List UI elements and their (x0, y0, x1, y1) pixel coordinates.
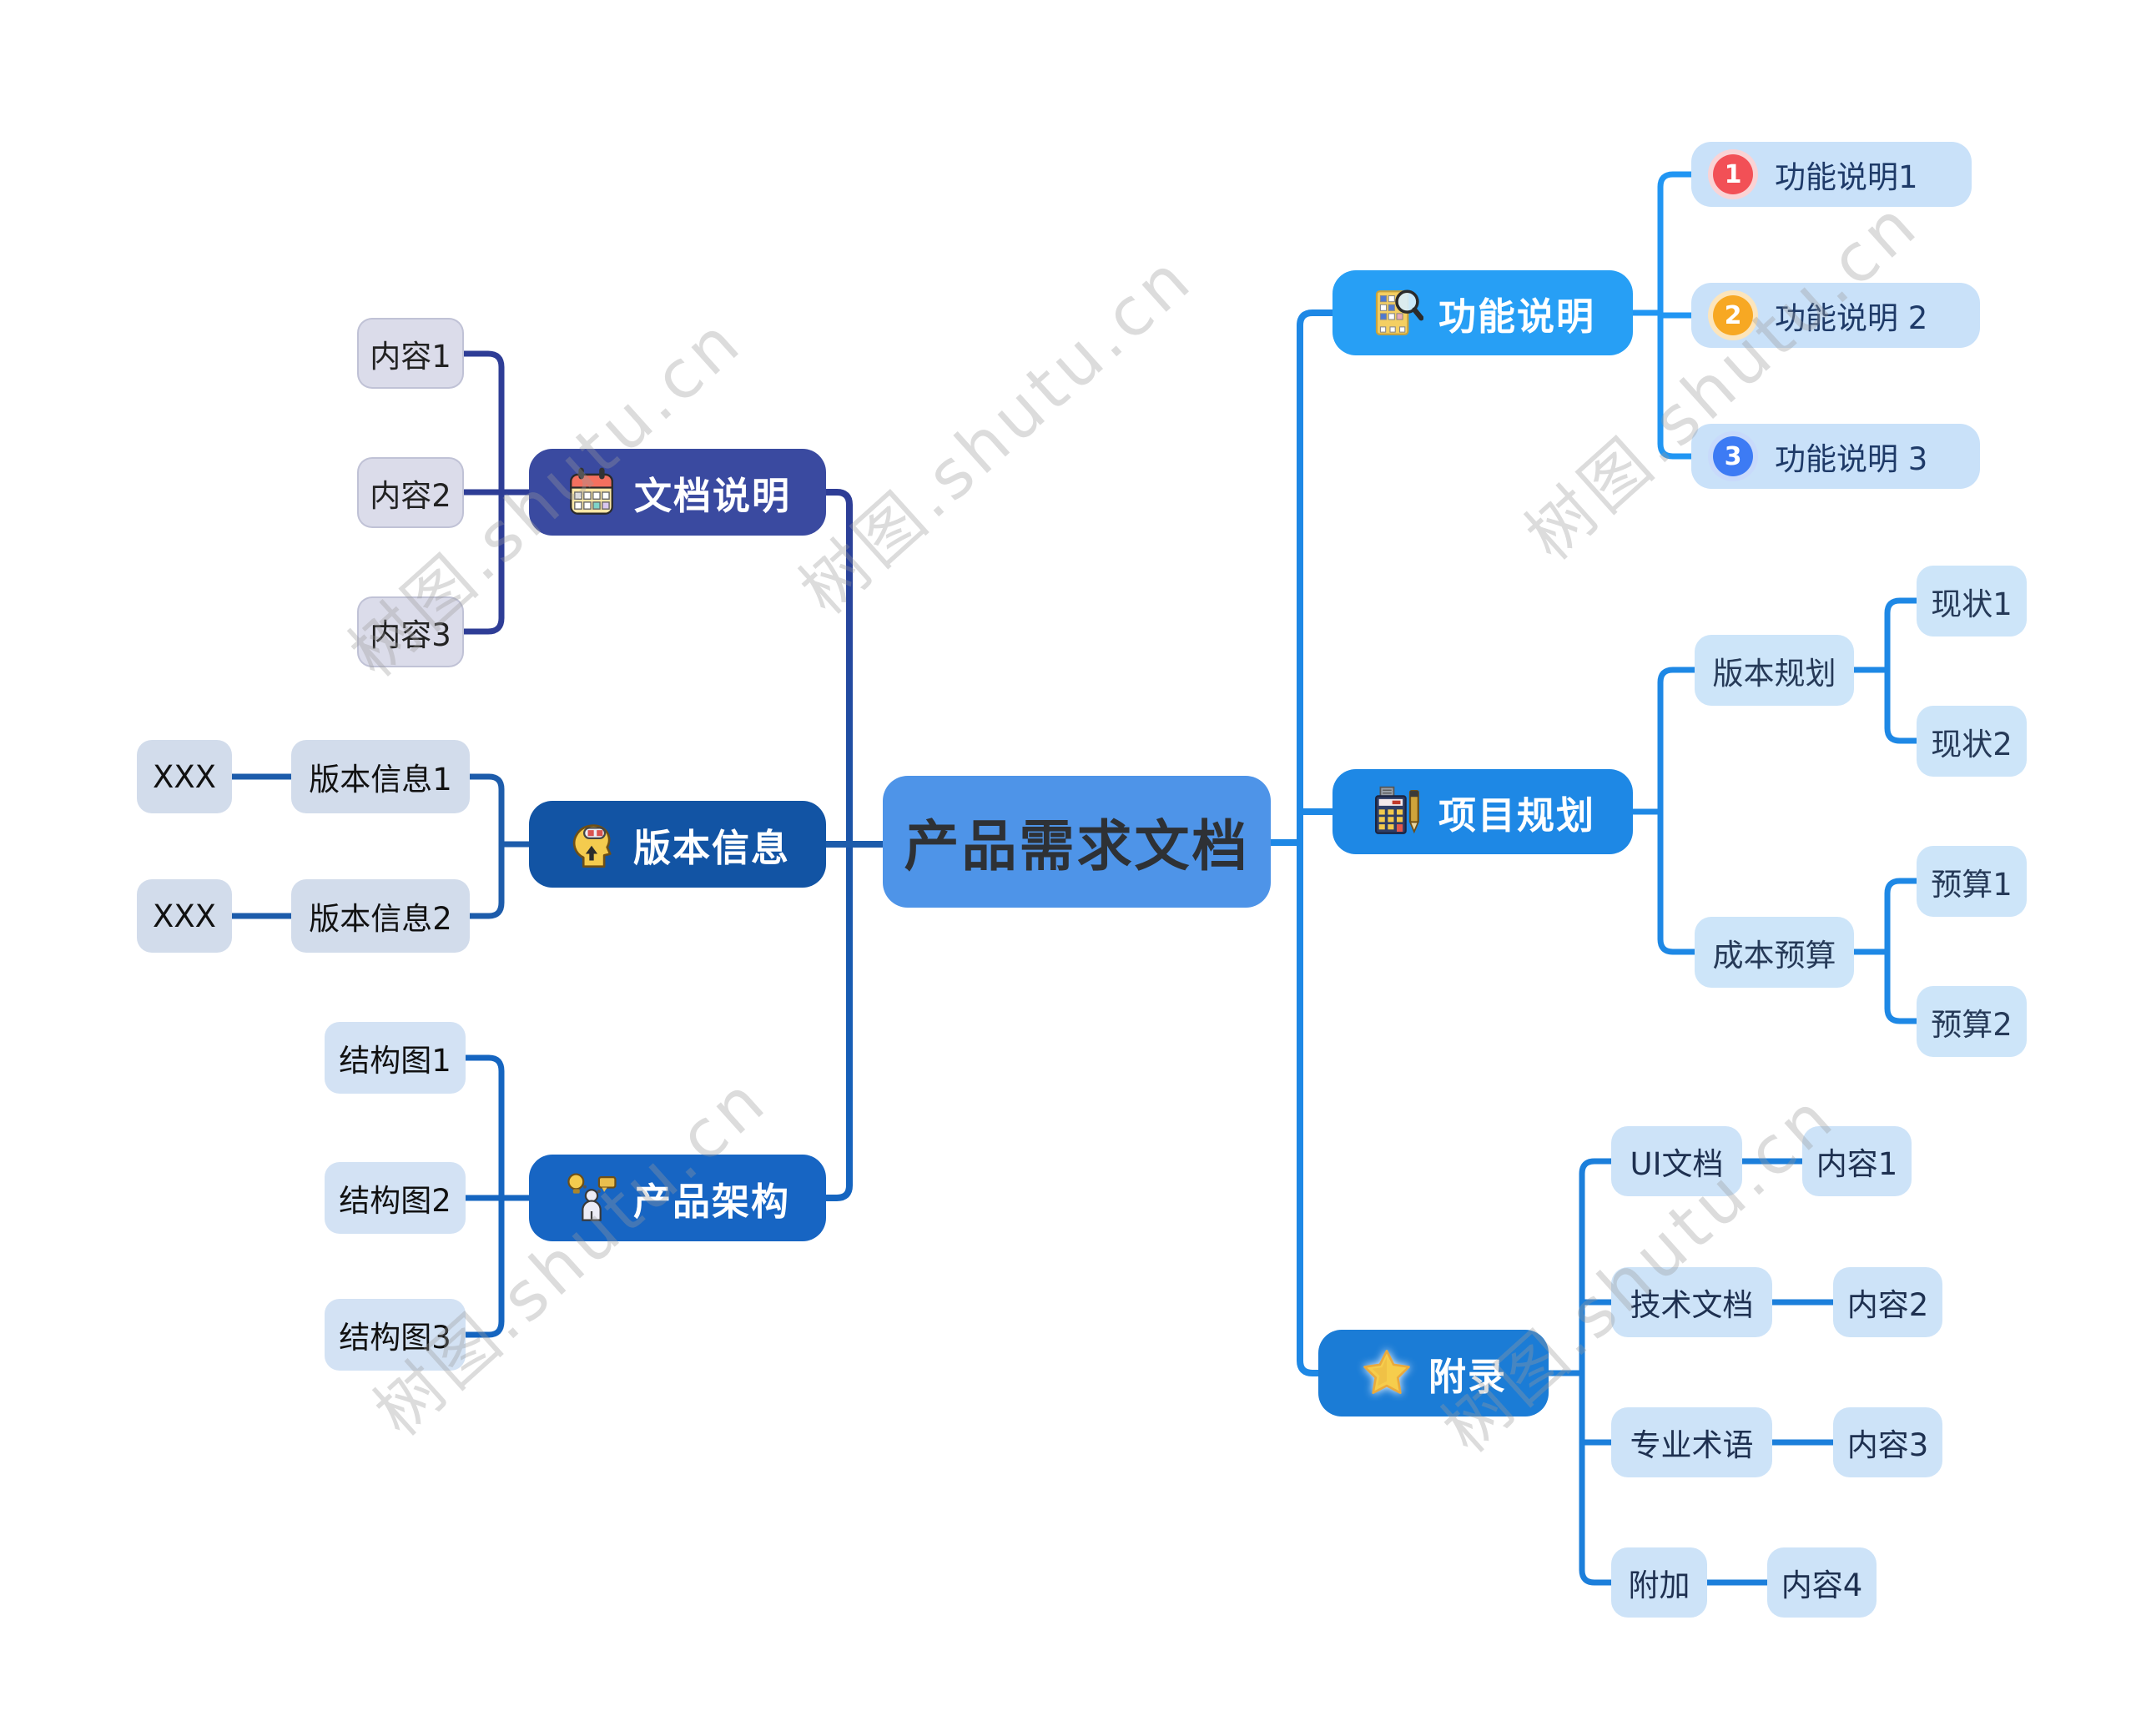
child-version-1[interactable]: 版本信息1 (291, 740, 470, 813)
sub-budget-1-label: 预算1 (1931, 866, 2013, 903)
connector-doc-child3 (461, 489, 505, 635)
child-arch-2-label: 结构图2 (339, 1183, 451, 1219)
topic-appendix-label: 附录 (1428, 1354, 1507, 1399)
child-xxx-1-label: XXX (152, 758, 217, 795)
child-arch-3-label: 结构图3 (339, 1320, 451, 1356)
child-func-1-label: 功能说明1 (1775, 159, 1918, 195)
node-root[interactable]: 产品需求文档 (883, 776, 1271, 908)
topic-doc[interactable]: 文档说明 (529, 449, 826, 536)
child-xxx-1[interactable]: XXX (137, 740, 232, 813)
number-3-badge: 3 (1713, 436, 1753, 476)
star-icon (1360, 1346, 1413, 1400)
connector-plancost-rail (1884, 878, 1920, 1024)
connector-arch-child3 (462, 1195, 505, 1338)
child-ui-doc-label: UI文档 (1630, 1146, 1724, 1182)
number-2-badge: 2 (1713, 295, 1753, 335)
number-1-badge: 1 (1713, 154, 1753, 194)
sub-content-2[interactable]: 内容2 (1833, 1267, 1942, 1337)
child-extra-label: 附加 (1628, 1567, 1690, 1603)
person-idea-icon (565, 1171, 618, 1225)
child-terms-label: 专业术语 (1630, 1427, 1754, 1463)
sub-content-4[interactable]: 内容4 (1767, 1547, 1877, 1618)
child-plan-version[interactable]: 版本规划 (1695, 635, 1854, 706)
calendar-icon (564, 465, 619, 520)
child-tech-doc-label: 技术文档 (1630, 1287, 1754, 1323)
sub-content-4-label: 内容4 (1781, 1567, 1863, 1603)
topic-plan[interactable]: 项目规划 (1332, 769, 1633, 854)
child-plan-cost[interactable]: 成本预算 (1695, 917, 1854, 988)
sub-status-2-label: 现状2 (1931, 726, 2013, 762)
connector-arch-child1 (462, 1054, 505, 1201)
child-plan-cost-label: 成本预算 (1712, 937, 1836, 974)
sub-status-2[interactable]: 现状2 (1917, 706, 2027, 777)
sub-status-1[interactable]: 现状1 (1917, 566, 2027, 637)
root-label: 产品需求文档 (904, 814, 1250, 878)
connector-appendix-rail (1579, 1158, 1615, 1586)
child-arch-3[interactable]: 结构图3 (325, 1299, 466, 1371)
topic-func-label: 功能说明 (1438, 294, 1595, 339)
child-func-2-label: 功能说明 2 (1775, 300, 1928, 336)
child-doc-1[interactable]: 内容1 (357, 318, 464, 389)
sub-status-1-label: 现状1 (1931, 586, 2013, 622)
topic-doc-label: 文档说明 (633, 473, 791, 518)
child-func-3-label: 功能说明 3 (1775, 441, 1928, 477)
head-upgrade-icon (565, 818, 618, 871)
child-arch-2[interactable]: 结构图2 (325, 1162, 466, 1234)
child-terms[interactable]: 专业术语 (1611, 1407, 1772, 1477)
child-arch-1-label: 结构图1 (339, 1043, 451, 1079)
child-ui-doc[interactable]: UI文档 (1611, 1126, 1742, 1196)
child-func-2[interactable]: 2 功能说明 2 (1691, 283, 1980, 348)
connector-version-child2 (466, 841, 505, 919)
child-xxx-2[interactable]: XXX (137, 879, 232, 953)
child-xxx-2-label: XXX (152, 898, 217, 934)
topic-arch[interactable]: 产品架构 (529, 1155, 826, 1241)
child-version-2-label: 版本信息2 (309, 901, 452, 937)
child-doc-1-label: 内容1 (370, 338, 451, 375)
document-magnifier-icon (1370, 286, 1423, 340)
child-doc-3[interactable]: 内容3 (357, 596, 464, 667)
child-arch-1[interactable]: 结构图1 (325, 1022, 466, 1094)
child-version-1-label: 版本信息1 (309, 762, 452, 798)
topic-version[interactable]: 版本信息 (529, 801, 826, 888)
child-version-2[interactable]: 版本信息2 (291, 879, 470, 953)
child-doc-2[interactable]: 内容2 (357, 457, 464, 528)
connector-version-child1 (466, 773, 505, 848)
sub-budget-2[interactable]: 预算2 (1917, 986, 2027, 1057)
sub-content-3-label: 内容3 (1846, 1427, 1929, 1463)
sub-content-1[interactable]: 内容1 (1802, 1126, 1912, 1196)
topic-func[interactable]: 功能说明 (1332, 270, 1633, 355)
connector-doc-child1 (461, 350, 505, 496)
child-doc-2-label: 内容2 (370, 477, 451, 514)
sub-content-1-label: 内容1 (1816, 1146, 1898, 1182)
connector-planver-rail (1884, 597, 1920, 744)
child-plan-version-label: 版本规划 (1712, 655, 1836, 692)
topic-version-label: 版本信息 (632, 825, 790, 870)
calculator-pencil-icon (1370, 785, 1423, 838)
connector-plan-rail (1657, 667, 1698, 955)
sub-budget-2-label: 预算2 (1931, 1006, 2013, 1043)
topic-appendix[interactable]: 附录 (1318, 1330, 1549, 1416)
topic-plan-label: 项目规划 (1438, 793, 1595, 838)
connector-right-rail (1297, 309, 1336, 1376)
sub-budget-1[interactable]: 预算1 (1917, 846, 2027, 917)
child-func-1[interactable]: 1 功能说明1 (1691, 142, 1972, 207)
child-extra[interactable]: 附加 (1611, 1547, 1707, 1618)
child-func-3[interactable]: 3 功能说明 3 (1691, 424, 1980, 489)
topic-arch-label: 产品架构 (632, 1179, 790, 1224)
sub-content-2-label: 内容2 (1846, 1287, 1929, 1323)
child-doc-3-label: 内容3 (370, 616, 451, 653)
child-tech-doc[interactable]: 技术文档 (1611, 1267, 1772, 1337)
sub-content-3[interactable]: 内容3 (1833, 1407, 1942, 1477)
